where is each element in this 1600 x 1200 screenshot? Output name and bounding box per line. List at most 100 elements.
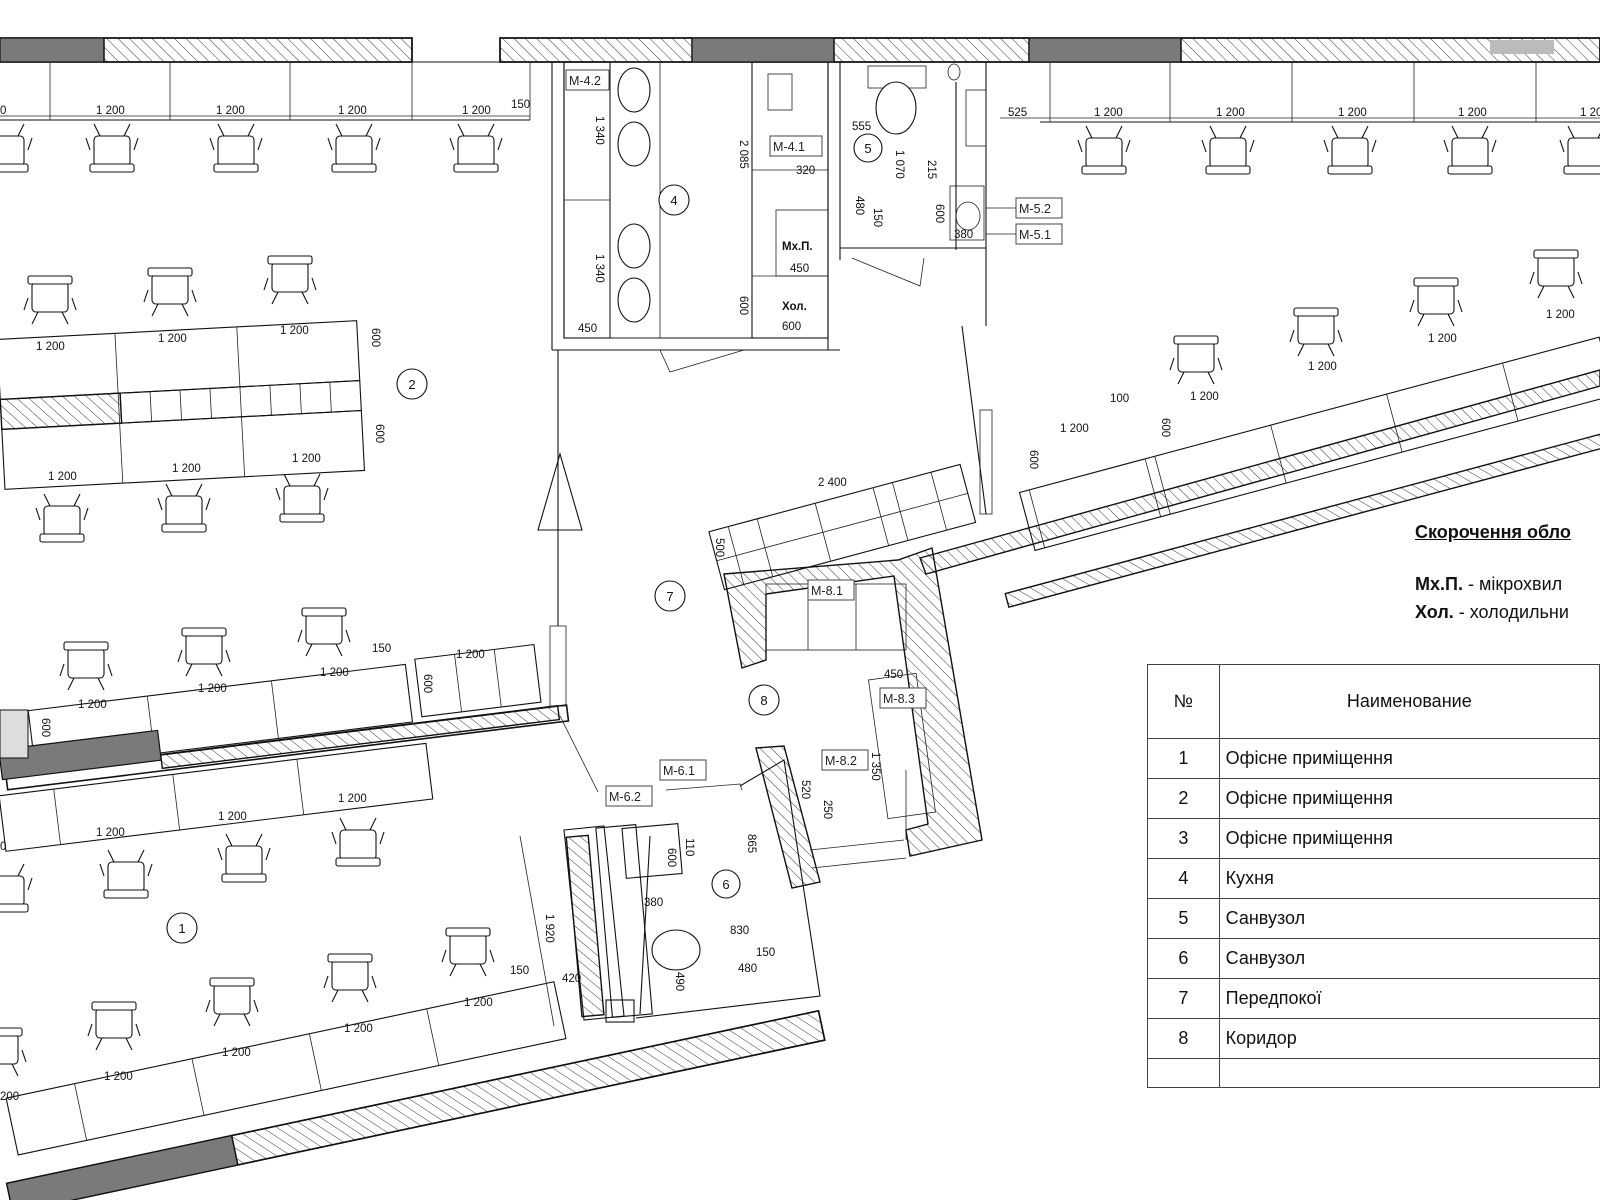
room-num-cell: 6 [1147,938,1220,979]
dim-label: 1 200 [172,463,201,475]
tag-m41 [769,135,823,157]
dim-label: 1 200 [1546,309,1575,321]
room-num-cell: 1 [1147,738,1220,779]
room-marker-1 [166,912,198,944]
dim-label: 250 [821,800,833,819]
dim-label: 600 [373,424,385,443]
dim-label: 1 200 [1338,107,1367,119]
office-chair [1323,125,1377,175]
office-chair [1289,307,1343,357]
diagonal-wall [919,369,1600,575]
dim-label: 1 200 [96,105,125,117]
room1-bottom-wall [5,1009,826,1200]
office-chair [1409,277,1463,327]
office-chair [157,483,211,533]
dim-label: 1 200 [462,105,491,117]
dim-label: 1 200 [1428,333,1457,345]
dim-label: 600 [933,204,945,223]
room-number: 4 [670,193,677,208]
kitchen-room-4 [551,61,841,373]
dim-label: 600 [39,718,51,737]
room-marker-6 [711,869,741,899]
tag-label: М-5.2 [1019,202,1051,216]
office-chair [1201,125,1255,175]
dim-label: 420 [562,973,581,985]
dim-label: 100 [1110,393,1129,405]
dim-label: 1 340 [593,116,605,145]
dim-label: 2 085 [737,140,749,169]
dim-label: 1 200 [36,341,65,353]
office-chair [1529,249,1583,299]
dim-label: 1 200 [158,333,187,345]
dim-label: 320 [796,165,815,177]
legend-title: Скорочення обло [1415,522,1571,542]
dim-label: 1 200 [1580,107,1600,119]
tag-m81 [807,579,855,601]
dim-label: 150 [510,965,529,977]
dim-label: 600 [1159,418,1171,437]
dim-label: 1 200 [1190,391,1219,403]
dim-label: 150 [871,208,883,227]
room-number: 1 [178,921,185,936]
dim-label: 480 [738,963,757,975]
dim-label: 1 200 [216,105,245,117]
room-num-cell: 4 [1147,858,1220,899]
wc-room-6 [519,759,821,1027]
legend-item-fridge: Хол. - холодильни [1415,602,1569,623]
dim-label: 0 [0,105,6,117]
desk-island-room-2 [0,320,366,490]
office-chair [327,123,381,173]
dim-label: 2 400 [818,477,847,489]
dim-label: 600 [369,328,381,347]
office-chair [0,1027,27,1077]
table-row [1147,1058,1600,1088]
tag-label: М-4.2 [569,74,601,88]
dim-label: 1 200 [218,811,247,823]
room-marker-7 [654,580,686,612]
dim-label: 1 200 [104,1071,133,1083]
room-number: 2 [408,377,415,392]
dim-label: 1 200 [338,793,367,805]
dim-label: 1 200 [338,105,367,117]
room-number: 5 [864,141,871,156]
dim-label: 600 [1027,450,1039,469]
office-chair [1169,335,1223,385]
dim-label: 1 340 [593,254,605,283]
desk-row-room1-bottom [5,981,567,1156]
tag-label: М-5.1 [1019,228,1051,242]
office-chair [441,927,495,977]
office-chair [323,953,377,1003]
corridor-room-8 [723,547,983,889]
tag-label: М-8.1 [811,584,843,598]
tag-label: М-8.3 [883,692,915,706]
room-name-cell: Офісне приміщення [1218,778,1600,819]
office-chair [1443,125,1497,175]
dim-label: 1 200 [1060,423,1089,435]
dim-label: 1 350 [869,752,881,781]
office-chair [23,275,77,325]
desk-row-room3-top [1000,61,1600,123]
room-name-cell: Офісне приміщення [1218,818,1600,859]
dim-label: 1 200 [320,667,349,679]
dim-label: 1 200 [344,1023,373,1035]
legend-abbr: Мх.П. [1415,574,1463,594]
room-number: 6 [722,877,729,892]
dim-label: 600 [421,674,433,693]
dim-label: 1 200 [48,471,77,483]
dim-label: 1 200 [222,1047,251,1059]
dim-label: 450 [790,263,809,275]
tag-m62 [605,785,653,807]
dim-label: 1 200 [1094,107,1123,119]
office-chair [205,977,259,1027]
dim-label: 865 [745,834,757,853]
dim-label: 600 [782,321,801,333]
header-name: Наименование [1218,664,1600,739]
office-chair [297,607,351,657]
